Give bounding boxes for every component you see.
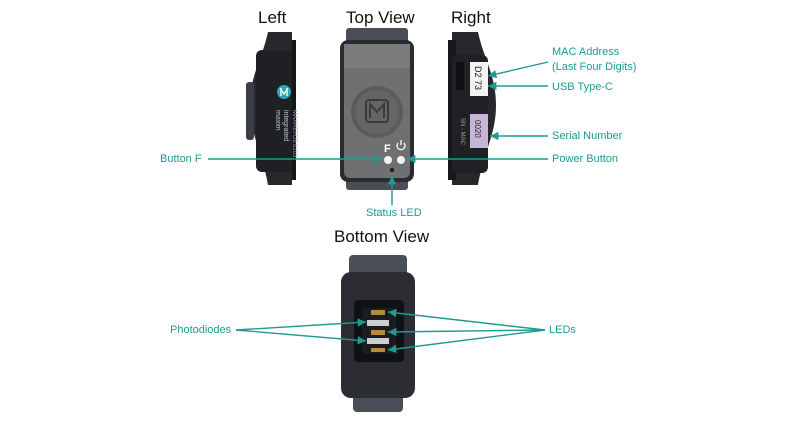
serial-label [470,114,488,148]
maxim-logo-icon [277,85,291,99]
callout-photodiodes: Photodiodes [170,324,232,336]
top-view-device [340,28,414,190]
button-f[interactable] [384,156,392,164]
photodiode-1 [367,320,389,326]
arrow-led-2 [387,327,546,337]
button-f-label: F [384,143,391,155]
arrow-photodiode-2 [235,329,367,345]
callout-status-led: Status LED [366,207,422,219]
status-led [389,167,395,173]
arrow-photodiode-1 [235,318,367,331]
callout-power-button: Power Button [552,153,619,165]
mac-label [470,62,488,96]
brand-line1: maxim [274,110,281,131]
sensor-array [367,310,389,352]
power-icon [396,140,406,151]
brand-line2: integrated [282,110,289,141]
callout-leds: LEDs [549,324,576,336]
led-3 [371,348,385,352]
callout-mac-note: (Last Four Digits) [552,61,637,73]
left-view-title: Left [258,8,287,27]
model-text: MAXREFDES103 [291,110,297,158]
arrow-led-3 [387,329,546,354]
callout-mac-address: MAC Address [552,46,620,58]
led-1 [371,310,385,315]
mac-value: D2 73 [473,66,483,90]
arrow-mac [487,61,549,79]
led-2 [371,330,385,335]
power-button[interactable] [397,156,405,164]
bottom-view-title: Bottom View [334,227,430,246]
top-logo-icon [365,99,389,123]
callout-button-f: Button F [160,153,202,165]
arrow-led-1 [387,308,546,331]
serial-caption: SN - MAC [459,118,465,146]
photodiode-2 [367,338,389,344]
usb-port [456,62,464,90]
right-view-title: Right [451,8,491,27]
top-view-title: Top View [346,8,415,27]
left-view-device [246,32,296,185]
callout-usb: USB Type-C [552,81,613,93]
right-view-device [448,32,496,185]
serial-value: 0020 [473,120,482,138]
callout-serial: Serial Number [552,130,623,142]
